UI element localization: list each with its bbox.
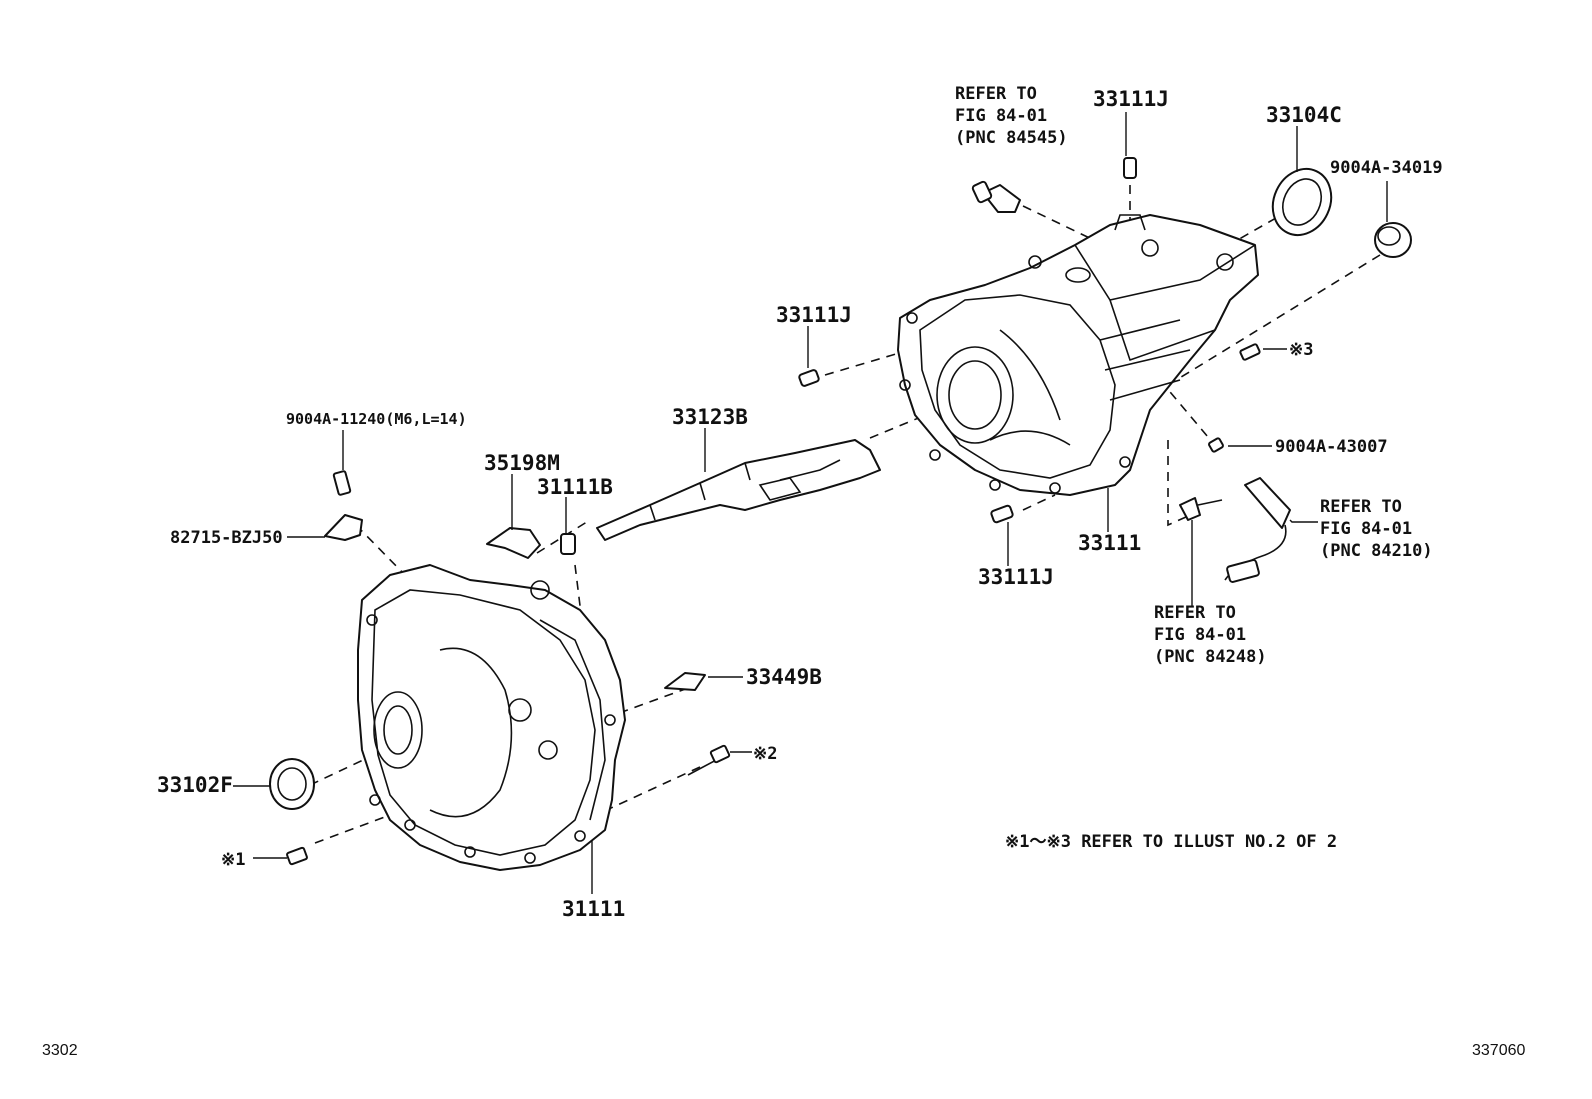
bracket-84248: [1179, 497, 1201, 521]
label-33123b: 33123B: [672, 405, 748, 429]
label-refer-84248-line1: REFER TO: [1154, 603, 1236, 623]
label-refer-84545-line3: (PNC 84545): [955, 128, 1068, 148]
plug-9004a-34019: [1374, 222, 1412, 258]
bolt-9004a-11240: [332, 470, 352, 496]
label-33111j-top: 33111J: [1093, 87, 1169, 111]
label-refer-84545-line1: REFER TO: [955, 84, 1037, 104]
label-82715-bzj50: 82715-BZJ50: [170, 528, 283, 548]
sensor-84545: [971, 180, 1021, 213]
plate-33449b: [664, 672, 706, 691]
label-31111: 31111: [562, 897, 625, 921]
small-parts: [269, 157, 1412, 866]
label-33449b: 33449B: [746, 665, 822, 689]
pin-31111b: [560, 533, 576, 555]
label-33111: 33111: [1078, 531, 1141, 555]
bolt-note1: [286, 846, 308, 866]
label-33102f: 33102F: [157, 773, 233, 797]
label-9004a-11240: 9004A-11240(M6,L=14): [286, 410, 467, 428]
bracket-35198m: [486, 527, 541, 559]
label-33111j-low: 33111J: [978, 565, 1054, 589]
label-refer-84210-line2: FIG 84-01: [1320, 519, 1412, 539]
corner-label-right: 337060: [1472, 1042, 1525, 1059]
label-9004a-43007: 9004A-43007: [1275, 437, 1388, 457]
pin-33111j-low: [990, 504, 1014, 524]
label-note-ref: ※1～※3 REFER TO ILLUST NO.2 OF 2: [1005, 832, 1337, 852]
label-9004a-34019: 9004A-34019: [1330, 158, 1443, 178]
transmission-case-33111: [897, 214, 1259, 496]
label-refer-84210-line3: (PNC 84210): [1320, 541, 1433, 561]
label-33104c: 33104C: [1266, 103, 1342, 127]
bolt-note3: [1239, 343, 1261, 361]
clamp-82715-bzj50: [324, 514, 363, 541]
corner-label-left: 3302: [42, 1042, 78, 1059]
pin-33111j-top: [1123, 157, 1137, 179]
screw-9004a-43007: [1208, 437, 1224, 453]
oil-seal-33104c: [1271, 167, 1333, 237]
label-note3: ※3: [1289, 340, 1313, 360]
bolt-note2: [687, 744, 731, 776]
label-refer-84248-line2: FIG 84-01: [1154, 625, 1246, 645]
label-refer-84248-line3: (PNC 84248): [1154, 647, 1267, 667]
label-note2: ※2: [753, 744, 777, 764]
label-35198m: 35198M: [484, 451, 560, 475]
label-refer-84545-line2: FIG 84-01: [955, 106, 1047, 126]
leader-lines: [233, 112, 1388, 894]
shift-gate-33123b: [596, 439, 881, 541]
pin-33111j-mid: [798, 369, 820, 387]
label-note1: ※1: [221, 850, 245, 870]
sensor-84210: [1224, 477, 1291, 583]
part-labels: REFER TO FIG 84-01 (PNC 84545) 33111J 33…: [157, 84, 1443, 921]
label-refer-84210-line1: REFER TO: [1320, 497, 1402, 517]
label-33111j-mid: 33111J: [776, 303, 852, 327]
transmission-housing-31111: [357, 564, 626, 871]
label-31111b: 31111B: [537, 475, 613, 499]
oil-seal-33102f: [269, 758, 315, 810]
